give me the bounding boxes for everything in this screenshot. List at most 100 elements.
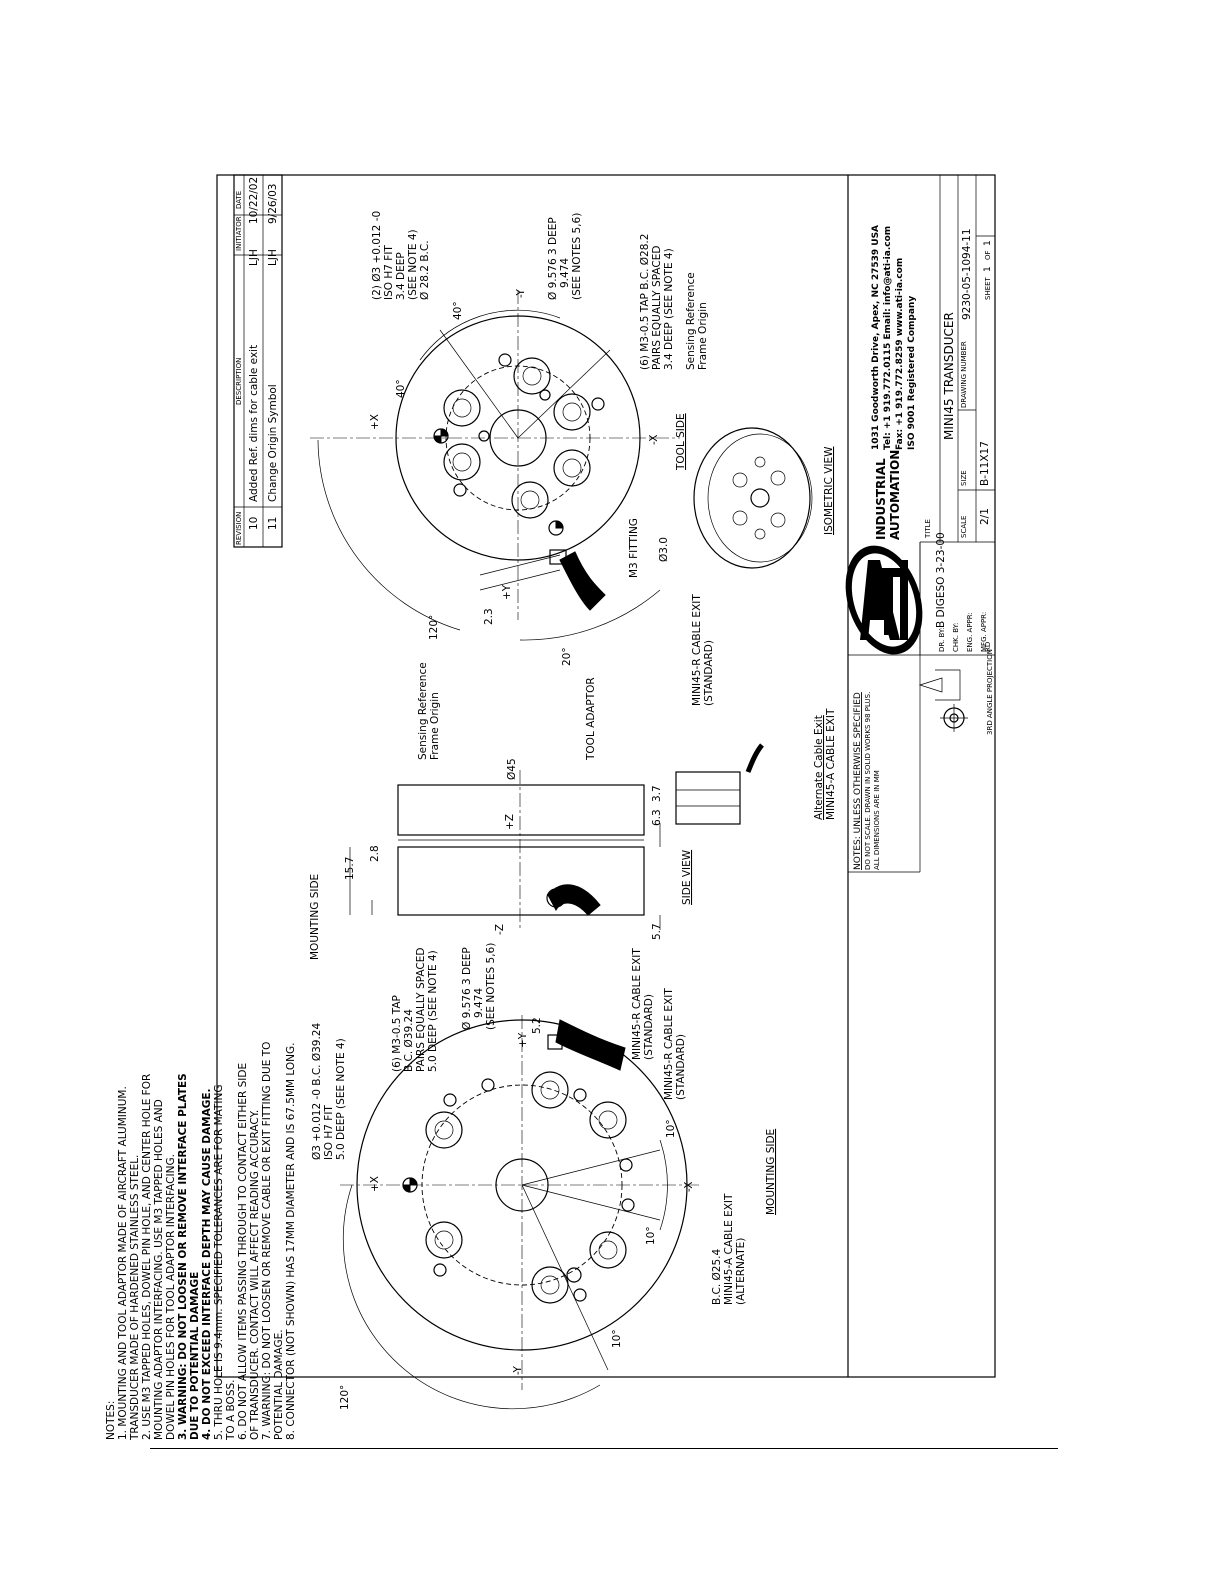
drawing-number-label: DRAWING NUMBER	[960, 341, 968, 408]
tool-angle-20: 20°	[561, 647, 573, 666]
side-dia-45: Ø45	[506, 758, 518, 780]
tool-side-title: TOOL SIDE	[675, 413, 687, 471]
svg-text:DUE TO POTENTIAL DAMAGE: DUE TO POTENTIAL DAMAGE	[189, 1272, 201, 1440]
tool-dia-3-0: Ø3.0	[658, 537, 670, 562]
size-label: SIZE	[960, 470, 968, 486]
side-dim-3-7: 3.7	[651, 785, 663, 802]
size-value: B-11X17	[979, 441, 991, 486]
mount-angle-120: 120°	[339, 1385, 351, 1410]
title-label: TITLE	[924, 519, 932, 539]
svg-text:MINI45-A CABLE EXIT: MINI45-A CABLE EXIT	[723, 1193, 735, 1305]
side-axis-pz: +Z	[504, 814, 516, 830]
company-contact: 1031 Goodworth Drive, Apex, NC 27539 USA…	[871, 225, 917, 450]
svg-text:7. WARNING: DO NOT LOOSEN OR R: 7. WARNING: DO NOT LOOSEN OR REMOVE CABL…	[261, 1042, 273, 1440]
svg-text:MINI45-A CABLE EXIT: MINI45-A CABLE EXIT	[825, 708, 837, 820]
svg-text:1. MOUNTING AND TOOL ADAPTOR M: 1. MOUNTING AND TOOL ADAPTOR MADE OF AIR…	[117, 1086, 129, 1440]
rev-row-11: 11 Change Origin Symbol LJH 9/26/03	[267, 184, 279, 530]
side-dim-15-7: 15.7	[344, 857, 356, 880]
svg-text:Alternate Cable Exit: Alternate Cable Exit	[813, 715, 825, 820]
side-sensing-note: Sensing Reference Frame Origin	[417, 662, 441, 760]
side-dim-2-8: 2.8	[369, 845, 381, 862]
tool-sensing-note: Sensing Reference Frame Origin	[685, 272, 709, 370]
svg-text:11: 11	[267, 517, 279, 530]
svg-text:5.0 DEEP (SEE NOTE 4): 5.0 DEEP (SEE NOTE 4)	[427, 950, 439, 1072]
rev-header-date: DATE	[235, 191, 243, 209]
svg-text:8. CONNECTOR (NOT SHOWN) HAS 1: 8. CONNECTOR (NOT SHOWN) HAS 17MM DIAMET…	[285, 1042, 297, 1440]
isometric-view: ISOMETRIC VIEW	[693, 427, 835, 569]
svg-text:Frame Origin: Frame Origin	[697, 302, 709, 370]
svg-text:5. THRU HOLE IS 9.4mm. SPECIF: 5. THRU HOLE IS 9.4mm. SPECIFIED TOLERAN…	[213, 1084, 225, 1440]
side-dim-6-3: 6.3	[651, 809, 663, 826]
tool-angle-120: 120°	[428, 615, 440, 640]
rev-header-revision: REVISION	[235, 512, 243, 545]
svg-text:(SEE NOTE 4): (SEE NOTE 4)	[407, 229, 419, 300]
drawing-border	[216, 174, 996, 1378]
revision-table: REVISION DESCRIPTION INITIATOR DATE 10 A…	[233, 174, 283, 548]
svg-text:6. DO NOT ALLOW ITEMS PASSING: 6. DO NOT ALLOW ITEMS PASSING THROUGH TO…	[237, 1063, 249, 1440]
svg-text:DO NOT SCALE. DRAWN IN SOLID W: DO NOT SCALE. DRAWN IN SOLID WORKS 98 PL…	[864, 692, 872, 870]
svg-text:DOWEL PIN HOLES FOR TOOL ADAPT: DOWEL PIN HOLES FOR TOOL ADAPTOR INTERFA…	[165, 1154, 177, 1440]
chk-by: CHK. BY:	[952, 623, 960, 652]
company-name: INDUSTRIAL AUTOMATION	[874, 450, 902, 540]
mount-angle-10a: 10°	[665, 1119, 677, 1138]
mount-angle-10c: 10°	[611, 1329, 623, 1348]
svg-text:MINI45-R CABLE EXIT: MINI45-R CABLE EXIT	[663, 988, 675, 1100]
svg-text:9.474: 9.474	[559, 258, 571, 288]
svg-text:10/22/02: 10/22/02	[248, 177, 260, 224]
svg-text:POTENTIAL DAMAGE.: POTENTIAL DAMAGE.	[273, 1329, 285, 1440]
svg-text:AUTOMATION: AUTOMATION	[888, 450, 902, 540]
mount-cable-a: B.C. Ø25.4 MINI45-A CABLE EXIT (ALTERNAT…	[711, 1193, 747, 1305]
sheet-info: SHEET 1 OF 1	[983, 240, 993, 300]
svg-text:(6) M3-0.5 TAP: (6) M3-0.5 TAP	[391, 995, 403, 1072]
svg-text:3. WARNING: DO NOT LOOSEN OR R: 3. WARNING: DO NOT LOOSEN OR REMOVE INTE…	[177, 1073, 189, 1440]
svg-text:(2) Ø3 +0.012 -0: (2) Ø3 +0.012 -0	[371, 211, 383, 300]
mount-cable-r: MINI45-R CABLE EXIT (STANDARD)	[631, 948, 655, 1060]
title-block: NOTES: UNLESS OTHERWISE SPECIFIED DO NOT…	[845, 175, 995, 1377]
svg-text:MOUNTING ADAPTOR INTERFACING.: MOUNTING ADAPTOR INTERFACING. USE M3 TAP…	[153, 1099, 165, 1440]
mount-axis-px: +X	[369, 1176, 381, 1192]
tool-axis-px: +X	[369, 414, 381, 430]
svg-text:(ALTERNATE): (ALTERNATE)	[735, 1238, 747, 1305]
svg-text:Fax: +1 919.772.8259 www.at: Fax: +1 919.772.8259 www.ati-ia.com	[895, 258, 905, 450]
svg-text:(6) M3-0.5 TAP B.C. Ø28.2: (6) M3-0.5 TAP B.C. Ø28.2	[639, 234, 651, 370]
svg-text:LJH: LJH	[248, 249, 260, 266]
title-value: MINI45 TRANSDUCER	[942, 312, 956, 440]
svg-text:4. DO NOT EXCEED INTERFACE DEP: 4. DO NOT EXCEED INTERFACE DEPTH MAY CAU…	[201, 1089, 213, 1440]
mount-pin-note: Ø3 +0.012 -0 B.C. Ø39.24 ISO H7 FIT 5.0 …	[311, 1023, 347, 1160]
svg-text:9/26/03: 9/26/03	[267, 184, 279, 224]
third-angle-projection-icon	[918, 669, 968, 732]
svg-text:(STANDARD): (STANDARD)	[675, 1034, 687, 1100]
tool-side-view: +X -X +Y -Y 120° 40° 40° 20° 2.3 M3 FITT…	[310, 211, 715, 706]
mount-axis-nx: -X	[683, 1182, 695, 1192]
svg-text:(STANDARD): (STANDARD)	[643, 994, 655, 1060]
drawing-number-value: 9230-05-1094-11	[961, 228, 973, 320]
svg-text:B.C. Ø25.4: B.C. Ø25.4	[711, 1248, 723, 1305]
mount-tap-note: (6) M3-0.5 TAP B.C. Ø39.24 PAIRS EQUALLY…	[391, 948, 439, 1072]
svg-text:Added Ref. dims for cable exit: Added Ref. dims for cable exit	[248, 345, 260, 502]
svg-text:MINI45-R CABLE EXIT: MINI45-R CABLE EXIT	[631, 948, 643, 1060]
svg-text:2. USE M3 TAPPED HOLES, DOWEL: 2. USE M3 TAPPED HOLES, DOWEL PIN HOLE, …	[141, 1074, 153, 1440]
svg-text:(SEE NOTES 5,6): (SEE NOTES 5,6)	[485, 943, 497, 1030]
svg-text:Ø 9.576 3 DEEP: Ø 9.576 3 DEEP	[547, 217, 559, 300]
scale-label: SCALE	[960, 516, 968, 538]
tool-axis-ny: -Y	[515, 288, 527, 298]
tool-axis-nx: -X	[648, 435, 660, 445]
svg-text:TO A BOSS.: TO A BOSS.	[225, 1380, 237, 1442]
svg-text:ISO H7 FIT: ISO H7 FIT	[383, 245, 395, 300]
svg-text:Ø 28.2 B.C.: Ø 28.2 B.C.	[419, 240, 431, 300]
title-notes: NOTES: UNLESS OTHERWISE SPECIFIED DO NOT…	[853, 692, 881, 870]
side-view: -Z +Z Ø45 15.7 2.8 6.3 3.7 5.7 MOUNTING …	[309, 662, 837, 960]
svg-text:PAIRS EQUALLY SPACED: PAIRS EQUALLY SPACED	[415, 948, 427, 1072]
side-tool-adaptor: TOOL ADAPTOR	[585, 677, 597, 761]
svg-text:OF TRANSDUCER. CONTACT WILL A: OF TRANSDUCER. CONTACT WILL AFFECT READI…	[249, 1110, 261, 1440]
svg-text:3.4 DEEP: 3.4 DEEP	[395, 252, 407, 300]
tool-fitting: M3 FITTING	[628, 518, 640, 578]
mount-cable-r2: MINI45-R CABLE EXIT (STANDARD)	[663, 988, 687, 1100]
tool-axis-py: +Y	[501, 584, 513, 600]
svg-text:PAIRS EQUALLY SPACED: PAIRS EQUALLY SPACED	[651, 246, 663, 370]
notes-block: NOTES: 1. MOUNTING AND TOOL ADAPTOR MADE…	[105, 1042, 297, 1441]
svg-text:OF: OF	[984, 250, 992, 260]
page-footer-rule	[150, 1448, 1058, 1449]
